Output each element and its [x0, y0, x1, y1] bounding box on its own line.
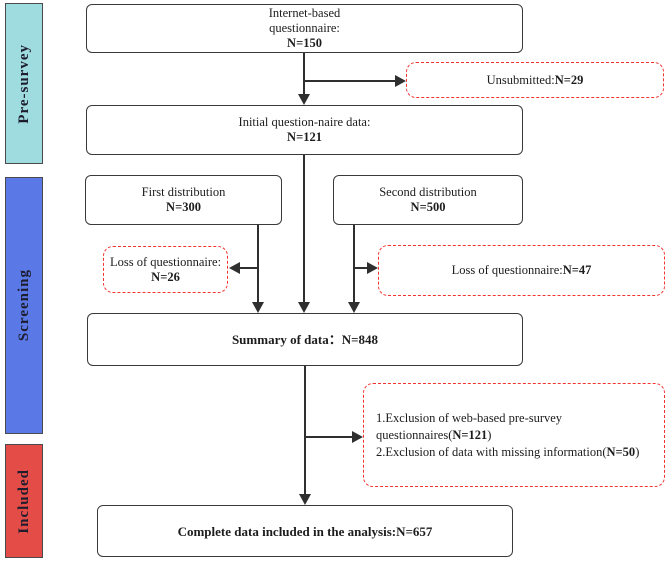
stage-pre-survey: Pre-survey: [5, 3, 43, 164]
box-exclusion-item1-n: N=121: [452, 427, 488, 442]
box-exclusion-item2-n: N=50: [606, 444, 636, 459]
arrowhead-into-loss-first: [229, 262, 240, 274]
box-exclusion-item1-post: ): [487, 427, 492, 442]
connector-summary-to-complete: [304, 366, 306, 494]
box-unsubmitted-n: N=29: [554, 72, 584, 87]
connector-internet-to-initial: [303, 53, 305, 94]
stage-screening: Screening: [5, 177, 43, 434]
box-complete: Complete data included in the analysis:N…: [97, 505, 513, 557]
box-exclusion-item2: 2.Exclusion of data with missing informa…: [376, 444, 639, 461]
arrowhead-first-into-summary: [252, 302, 264, 313]
box-summary: Summary of data：N=848: [87, 313, 523, 366]
box-initial-n: N=121: [287, 130, 322, 144]
box-first-n: N=300: [166, 200, 201, 214]
arrowhead-into-exclusion: [352, 431, 363, 443]
box-exclusion: 1.Exclusion of web-based pre-survey ques…: [363, 383, 665, 487]
box-exclusion-item1-pre: 1.Exclusion of web-based pre-survey ques…: [376, 410, 563, 442]
box-unsubmitted-text: Unsubmitted:N=29: [487, 73, 584, 88]
box-exclusion-item2-pre: 2.Exclusion of data with missing informa…: [376, 444, 607, 459]
box-complete-text: Complete data included in the analysis:N…: [178, 524, 433, 539]
connector-to-unsubmitted: [304, 80, 395, 82]
box-first-distribution: First distribution N=300: [85, 175, 282, 225]
box-unsubmitted-label: Unsubmitted:: [486, 72, 555, 87]
box-internet-line1: Internet-based: [268, 6, 341, 20]
box-unsubmitted: Unsubmitted:N=29: [406, 62, 664, 98]
connector-initial-to-summary: [303, 155, 305, 302]
box-exclusion-item1: 1.Exclusion of web-based pre-survey ques…: [376, 410, 658, 444]
connector-second-to-summary: [353, 225, 355, 302]
arrowhead-center-into-summary: [298, 302, 310, 313]
connector-first-to-summary: [257, 225, 259, 302]
box-initial-line1: Initial question-naire data:: [238, 115, 371, 129]
arrowhead-second-into-summary: [348, 302, 360, 313]
box-loss-first-label: Loss of questionnaire:: [109, 254, 222, 269]
box-first-line1: First distribution: [141, 185, 226, 199]
box-loss-second-label: Loss of questionnaire:: [451, 263, 563, 277]
box-loss-second: Loss of questionnaire:N=47: [378, 245, 665, 296]
arrowhead-into-loss-second: [367, 262, 378, 274]
box-second-n: N=500: [410, 200, 446, 214]
box-summary-label: Summary of data：: [231, 332, 342, 347]
stage-screening-label: Screening: [15, 269, 32, 342]
box-second-distribution: Second distribution N=500: [333, 175, 523, 225]
box-second-line1: Second distribution: [379, 185, 477, 199]
box-exclusion-item2-post: ): [635, 444, 640, 459]
box-internet-questionnaire: Internet-based questionnaire: N=150: [86, 4, 523, 53]
box-complete-n: N=657: [396, 523, 433, 539]
connector-to-exclusion: [305, 436, 352, 438]
box-loss-first-n: N=26: [151, 269, 180, 284]
stage-included: Included: [5, 444, 43, 558]
box-internet-n: N=150: [287, 36, 322, 50]
box-loss-second-text: Loss of questionnaire:N=47: [452, 263, 592, 278]
connector-to-loss-second: [354, 267, 367, 269]
arrowhead-into-complete: [299, 494, 311, 505]
stage-pre-survey-label: Pre-survey: [15, 43, 32, 124]
box-loss-first: Loss of questionnaire: N=26: [103, 246, 228, 293]
box-complete-label: Complete data included in the analysis:: [177, 523, 397, 539]
box-summary-text: Summary of data：N=848: [232, 332, 378, 347]
arrowhead-into-initial: [298, 94, 310, 105]
box-internet-line2: questionnaire:: [269, 21, 340, 35]
stage-included-label: Included: [15, 468, 32, 534]
arrowhead-into-unsubmitted: [395, 75, 406, 87]
connector-to-loss-first: [240, 267, 258, 269]
box-initial-data: Initial question-naire data: N=121: [86, 105, 523, 155]
box-loss-second-n: N=47: [562, 263, 592, 277]
box-summary-n: N=848: [341, 332, 379, 347]
